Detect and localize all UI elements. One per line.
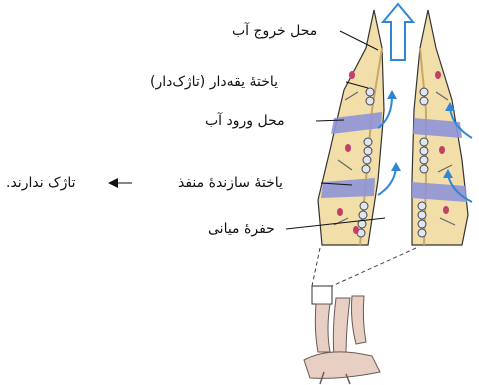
label-no-flagella: تاژک ندارند. [6, 174, 76, 192]
arrowhead-icon [108, 178, 118, 188]
label-central-cavity: حفرهٔ میانی [208, 220, 275, 238]
sponge-colony-illustration [304, 286, 380, 384]
label-water-entry: محل ورود آب [205, 112, 285, 130]
label-water-exit: محل خروج آب [232, 22, 317, 40]
label-pore-cell: یاختهٔ سازندهٔ منفذ [178, 174, 283, 192]
sponge-body-left [318, 10, 384, 245]
label-collar-cell: یاختهٔ یقه‌دار (تاژک‌دار) [150, 73, 278, 91]
zoom-lines [312, 248, 416, 286]
water-exit-arrow [383, 4, 413, 60]
